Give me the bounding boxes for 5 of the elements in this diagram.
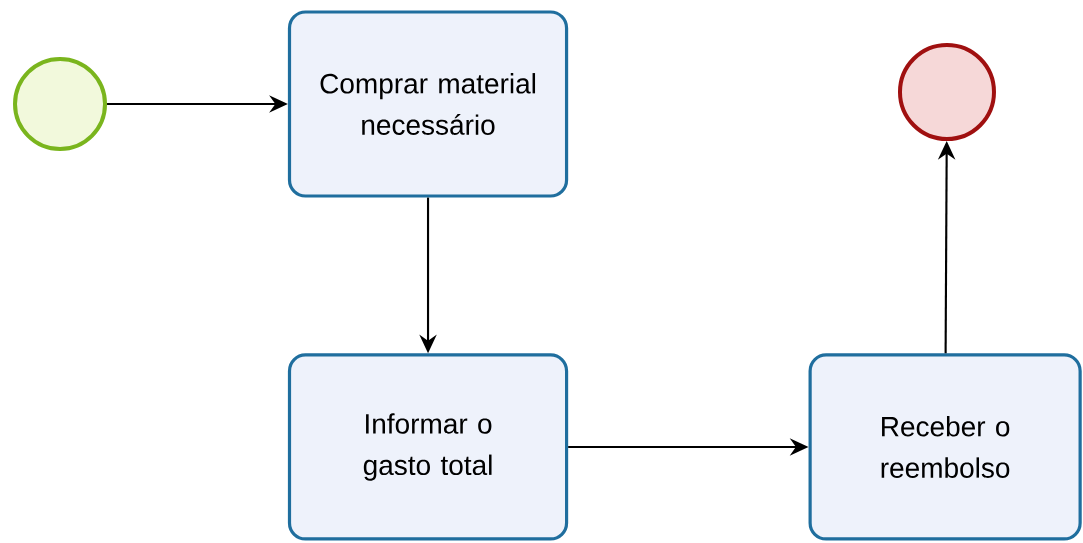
- start-event-circle: [13, 57, 107, 152]
- task-box: Comprar material necessário: [287, 10, 569, 198]
- task-box: Receber o reembolso: [808, 353, 1082, 541]
- task-box: Informar o gasto total: [287, 353, 569, 541]
- end-event-circle: [898, 43, 996, 141]
